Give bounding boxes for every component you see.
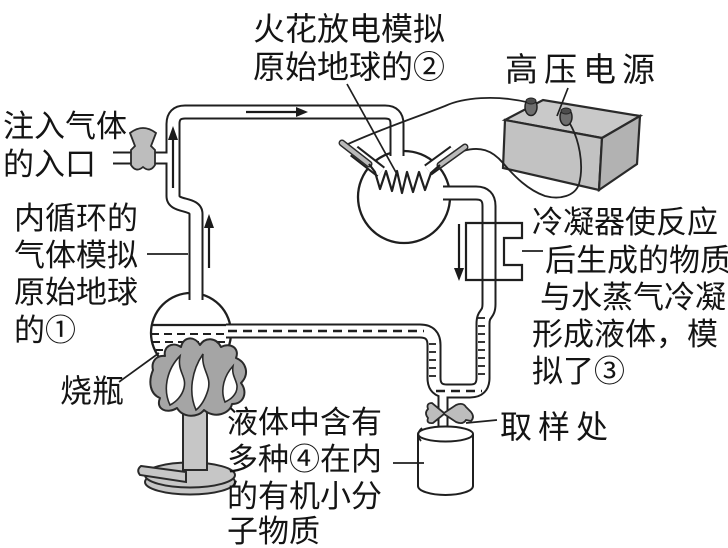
flow-arrow-up-inlet [168, 126, 178, 188]
leader-lines [118, 83, 569, 464]
leader-spark [346, 83, 399, 177]
leader-flask [118, 352, 160, 383]
label-condenser-line3: 与水蒸气冷凝 [540, 280, 726, 315]
label-gas-inlet-line1: 注入气体 [3, 109, 127, 144]
label-power-supply: 高压电源 [505, 52, 661, 89]
flow-arrows [168, 107, 464, 281]
label-circulating-line4: 的① [14, 313, 76, 348]
flow-arrow-right-top [246, 107, 308, 117]
label-spark-line1: 火花放电模拟 [253, 11, 445, 47]
label-condenser-line2: 后生成的物质 [545, 243, 728, 278]
leader-power [556, 87, 569, 117]
flow-arrow-down-condenser [454, 224, 464, 281]
power-terminals [524, 97, 573, 127]
beaker [417, 425, 474, 496]
graduation-marks [429, 317, 485, 377]
condenser-jacket [464, 221, 524, 282]
wire-left-electrode [345, 96, 532, 146]
label-liquid-line1: 液体中含有 [227, 405, 382, 440]
label-circulating-line3: 原始地球 [14, 275, 138, 310]
beaker-spout [417, 427, 423, 442]
label-condenser-line5: 拟了③ [532, 354, 625, 389]
label-circulating-line1: 内循环的 [14, 201, 138, 236]
spark-zigzag [368, 163, 441, 195]
label-condenser-line1: 冷凝器使反应 [532, 205, 718, 240]
label-flask: 烧瓶 [60, 373, 124, 409]
label-liquid-line4: 子物质 [227, 514, 320, 548]
label-gas-inlet-line2: 的入口 [3, 147, 96, 182]
label-sampling-point: 取样处 [500, 409, 614, 445]
sampling-valve [425, 402, 474, 425]
electrodes [338, 139, 469, 169]
wire-right-electrode [462, 118, 582, 199]
leader-sampling [465, 419, 498, 424]
burner-gas-inlet-handle [137, 464, 187, 484]
gas-inlet-valve [128, 127, 158, 171]
label-circulating-line2: 气体模拟 [14, 238, 138, 273]
flow-arrow-up-neck [204, 214, 214, 268]
condensed-liquid-dashes [228, 329, 482, 393]
wires [345, 96, 582, 199]
text-labels: 火花放电模拟 原始地球的② 高压电源 注入气体 的入口 内循环的 气体模拟 原始… [3, 11, 728, 548]
label-condenser-line4: 形成液体，模 [532, 317, 718, 352]
flame [149, 337, 248, 417]
label-liquid-line2: 多种④在内 [227, 442, 382, 477]
label-liquid-line3: 的有机小分 [227, 479, 382, 514]
label-spark-line2: 原始地球的② [253, 49, 445, 85]
